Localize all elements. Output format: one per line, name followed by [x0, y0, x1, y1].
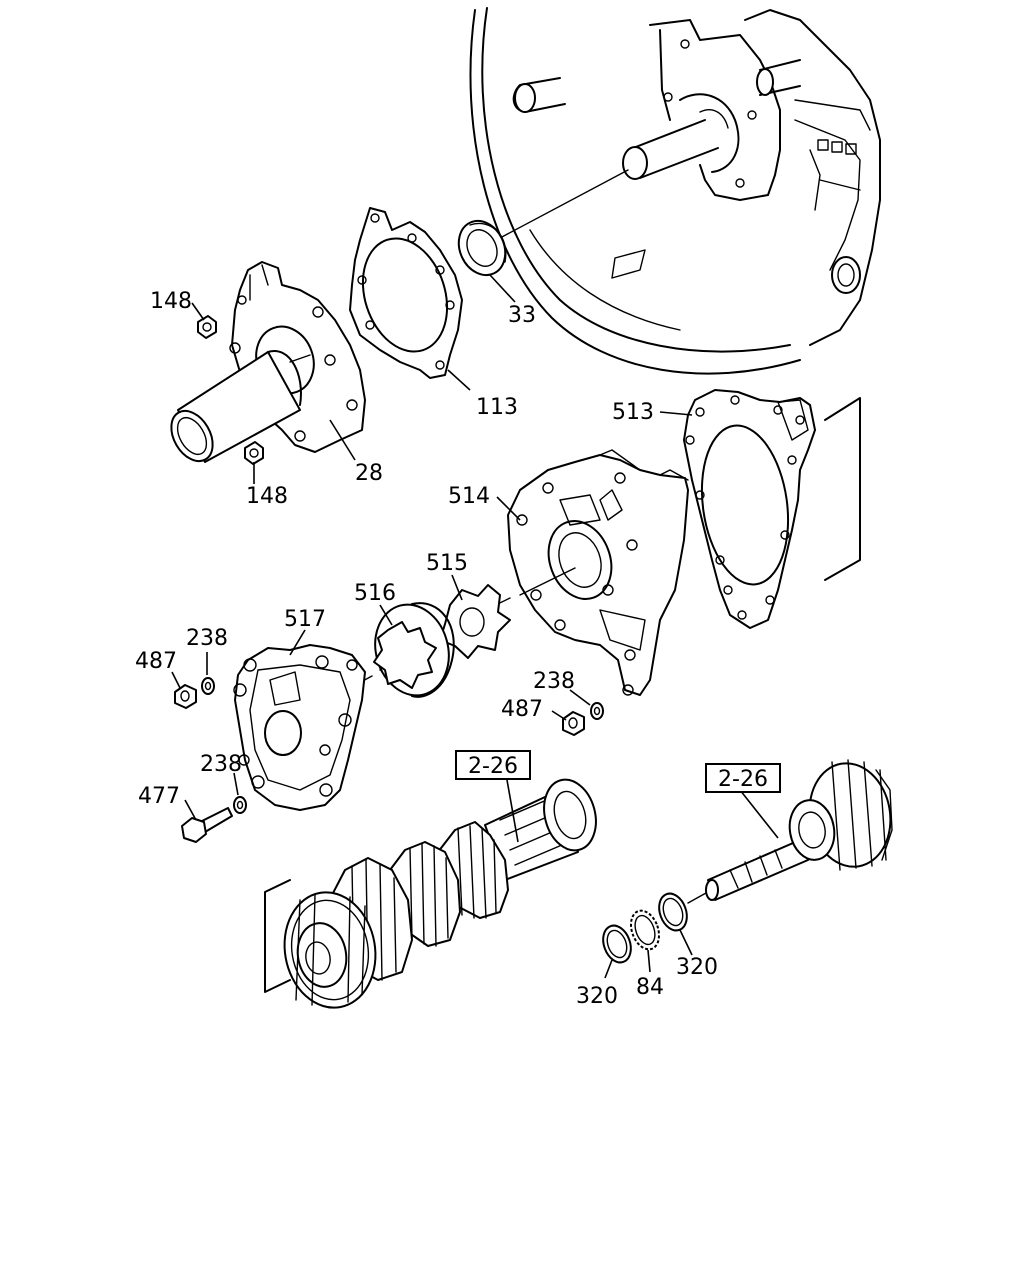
mainshaft — [705, 759, 893, 901]
reference-label: 2-26 — [718, 767, 768, 792]
callout-113: 113 — [476, 395, 518, 420]
callout-238-upper-left: 238 — [186, 626, 228, 651]
gasket-113 — [349, 207, 463, 379]
washer-238-lower-left — [233, 796, 247, 814]
nut-487-right — [562, 711, 585, 736]
callout-515: 515 — [426, 551, 468, 576]
callout-320-left: 320 — [576, 984, 618, 1009]
reference-box-right: 2-26 — [705, 763, 781, 793]
callout-517: 517 — [284, 607, 326, 632]
callout-513: 513 — [612, 400, 654, 425]
cover-28 — [170, 261, 366, 463]
mainshaft-axis — [687, 892, 707, 904]
callout-33: 33 — [508, 303, 536, 328]
washer-238-upper-left — [201, 677, 215, 695]
snap-ring-320-right — [658, 892, 688, 932]
callout-28: 28 — [355, 461, 383, 486]
washer-238-right — [590, 702, 604, 720]
inner-rotor-515 — [439, 584, 511, 659]
cover-plate-517 — [233, 644, 366, 811]
callout-238-right: 238 — [533, 669, 575, 694]
reference-label: 2-26 — [468, 754, 518, 779]
callout-477: 477 — [138, 784, 180, 809]
bolt-477 — [181, 807, 233, 843]
callout-487-right: 487 — [501, 697, 543, 722]
callout-238-lower-left: 238 — [200, 752, 242, 777]
leader-lines — [171, 274, 779, 979]
reference-box-left: 2-26 — [455, 750, 531, 780]
nut-487-left — [174, 684, 197, 709]
snap-ring-320-left — [602, 924, 632, 964]
oil-seal-33 — [457, 219, 507, 277]
spring-84 — [629, 909, 661, 951]
callout-148-upper: 148 — [150, 289, 192, 314]
gasket-513 — [683, 389, 816, 629]
nut-148-lower — [244, 441, 264, 465]
bracket-513 — [824, 397, 861, 581]
transmission-housing — [469, 7, 881, 375]
outer-rotor-516 — [373, 602, 455, 698]
countershaft-gear-cluster — [283, 778, 597, 1009]
callout-84: 84 — [636, 975, 664, 1000]
bracket-countershaft — [264, 879, 291, 993]
callout-148-lower: 148 — [246, 484, 288, 509]
callout-514: 514 — [448, 484, 490, 509]
callout-320-right: 320 — [676, 955, 718, 980]
callout-487-left: 487 — [135, 649, 177, 674]
callout-516: 516 — [354, 581, 396, 606]
nut-148-upper — [197, 315, 217, 339]
pump-housing-514 — [507, 449, 689, 696]
callout-labels: 148 148 28 113 33 513 514 515 516 517 23… — [135, 289, 718, 1009]
